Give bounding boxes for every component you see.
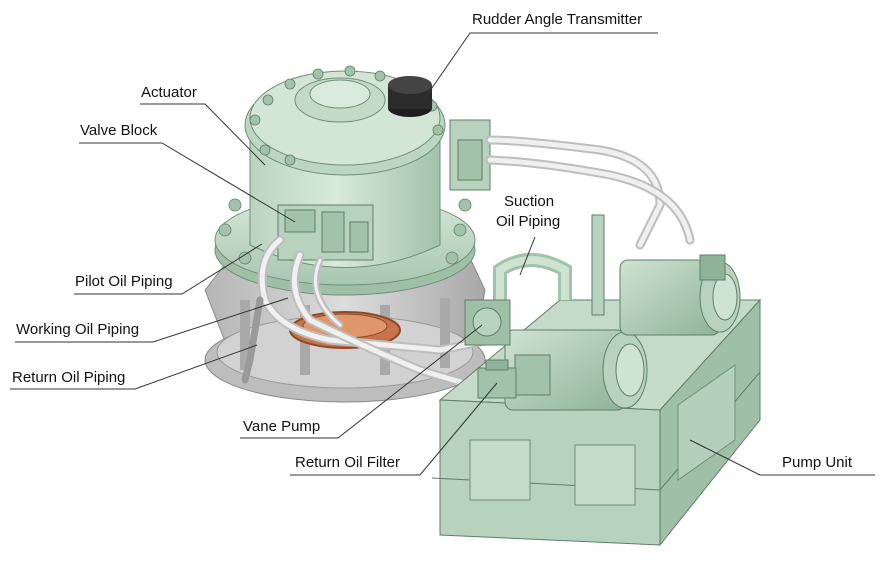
leader-pilot-oil-piping <box>74 243 263 295</box>
label-actuator: Actuator <box>141 84 197 101</box>
label-working-oil-piping: Working Oil Piping <box>16 321 140 338</box>
label-return-oil-filter: Return Oil Filter <box>295 454 401 471</box>
leader-vane-pump <box>240 324 483 439</box>
leader-lines <box>10 32 875 476</box>
label-valve-block: Valve Block <box>80 122 158 139</box>
pump-unit <box>431 214 762 547</box>
leader-return-oil-piping <box>10 344 258 390</box>
label-pump-unit: Pump Unit <box>782 454 853 471</box>
label-suction-line2: Oil Piping <box>496 213 561 230</box>
leader-working-oil-piping <box>15 297 289 343</box>
piping <box>241 135 695 390</box>
leader-return-oil-filter <box>290 382 498 476</box>
label-return-oil-piping: Return Oil Piping <box>12 369 126 386</box>
label-suction-line1: Suction <box>504 193 555 210</box>
leader-actuator <box>140 103 266 166</box>
valve-block <box>277 204 374 261</box>
actuator-body <box>214 65 476 296</box>
label-vane-pump: Vane Pump <box>243 418 321 435</box>
leader-pump-unit <box>689 439 875 476</box>
leader-valve-block <box>79 142 296 223</box>
side-valve <box>449 119 491 191</box>
leader-rudder-angle-transmitter <box>424 32 658 99</box>
label-pilot-oil-piping: Pilot Oil Piping <box>75 273 173 290</box>
leader-suction-oil-piping <box>519 236 536 276</box>
label-rudder-angle-transmitter: Rudder Angle Transmitter <box>472 11 643 28</box>
